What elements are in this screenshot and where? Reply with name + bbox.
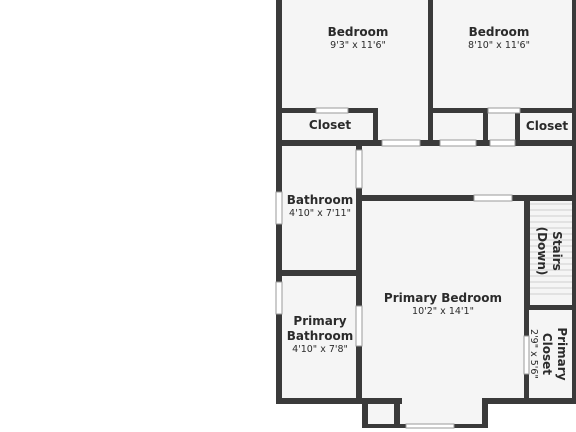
primary-bathroom-label: Primary Bathroom 4'10" x 7'8" bbox=[282, 314, 358, 356]
stair-treads bbox=[528, 203, 572, 295]
bedroom-right-label: Bedroom 8'10" x 11'6" bbox=[446, 25, 552, 52]
walls bbox=[276, 0, 576, 428]
primary-bathroom-dims: 4'10" x 7'8" bbox=[292, 344, 348, 355]
primary-bedroom-label: Primary Bedroom 10'2" x 14'1" bbox=[372, 291, 514, 318]
closet-right-label: Closet bbox=[520, 119, 574, 134]
openings bbox=[275, 107, 530, 429]
primary-closet-label: Primary Closet 2'9" x 5'6" bbox=[527, 318, 569, 390]
primary-bathroom-name-2: Bathroom bbox=[286, 329, 354, 343]
closet-left-name: Closet bbox=[308, 118, 352, 132]
bedroom-left-label: Bedroom 9'3" x 11'6" bbox=[302, 25, 414, 52]
closet-right-name: Closet bbox=[525, 119, 569, 133]
stairs-name-2: (Down) bbox=[535, 226, 549, 276]
primary-closet-name-2: Closet bbox=[539, 332, 554, 376]
bedroom-left-name: Bedroom bbox=[327, 25, 389, 39]
primary-bathroom-name-1: Primary bbox=[293, 314, 347, 328]
bedroom-left-dims: 9'3" x 11'6" bbox=[330, 40, 386, 51]
primary-bedroom-name: Primary Bedroom bbox=[383, 291, 503, 305]
closet-left-label: Closet bbox=[285, 118, 375, 133]
bathroom-dims: 4'10" x 7'11" bbox=[289, 208, 351, 219]
stairs-label: Stairs (Down) bbox=[534, 219, 564, 283]
primary-bedroom-dims: 10'2" x 14'1" bbox=[412, 306, 474, 317]
bathroom-label: Bathroom 4'10" x 7'11" bbox=[282, 193, 358, 220]
stairs-name-1: Stairs bbox=[550, 231, 564, 271]
bedroom-right-name: Bedroom bbox=[468, 25, 530, 39]
bathroom-name: Bathroom bbox=[286, 193, 354, 207]
bedroom-right-dims: 8'10" x 11'6" bbox=[468, 40, 530, 51]
primary-closet-dims: 2'9" x 5'6" bbox=[527, 329, 539, 379]
primary-closet-name-1: Primary bbox=[554, 327, 569, 381]
